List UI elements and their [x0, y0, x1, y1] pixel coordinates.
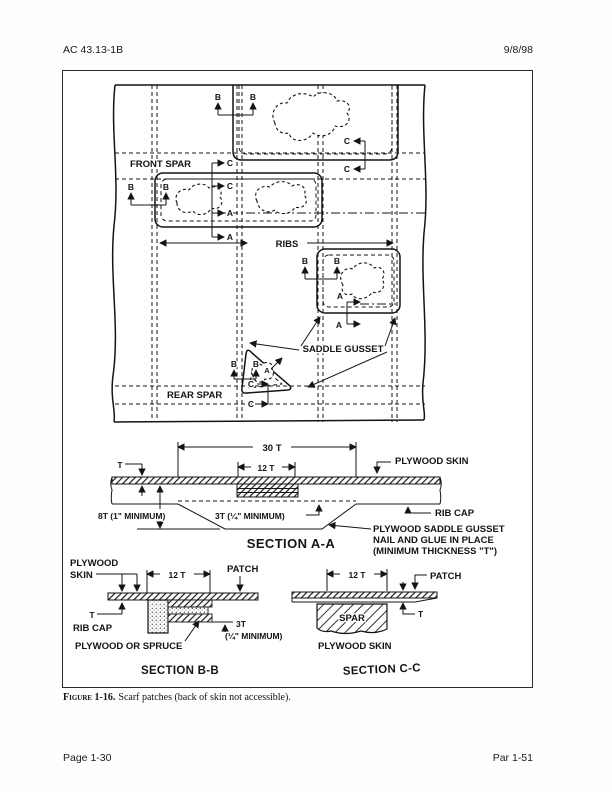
section-letter-b: B — [231, 359, 237, 369]
section-letter-a: A — [264, 366, 270, 375]
label-front-spar: FRONT SPAR — [130, 159, 191, 170]
label-saddle-gusset: SADDLE GUSSET — [303, 344, 384, 355]
saddle-gusset-callout: SADDLE GUSSET — [249, 316, 397, 388]
figure-frame: B B C C A A C C — [62, 70, 533, 688]
title-section-aa: SECTION A-A — [247, 536, 336, 551]
dim-30t: 30 T — [262, 443, 281, 454]
rib-lines — [151, 85, 398, 422]
section-letter-c: C — [248, 379, 254, 389]
section-letter-b: B — [302, 256, 308, 266]
label-rear-spar: REAR SPAR — [167, 390, 222, 401]
title-section-bb: SECTION B-B — [141, 665, 219, 677]
section-letter-a: A — [336, 320, 342, 330]
section-letter-b: B — [215, 92, 221, 102]
section-arrows-bb-middle: B B — [127, 181, 170, 206]
section-letter-c: C — [344, 136, 350, 146]
section-letter-b: B — [128, 182, 134, 192]
label-skin: SKIN — [70, 570, 93, 581]
section-arrows-aa-right: A A — [335, 290, 361, 331]
dim-3t-min: (¼" MINIMUM) — [225, 631, 283, 641]
dim-t: T — [117, 460, 123, 470]
section-letter-b: B — [163, 182, 169, 192]
figure-diagram: B B C C A A C C — [69, 84, 506, 679]
dim-3t: 3T — [236, 619, 247, 629]
section-arrows-cc-right: C C — [343, 135, 366, 175]
label-plywood: PLYWOOD — [70, 558, 118, 569]
dim-t: T — [418, 609, 424, 619]
section-bb-view: PLYWOOD SKIN 12 T PATCH T RIB CAP — [69, 557, 284, 679]
spar-lines — [115, 152, 425, 405]
section-letter-b: B — [334, 256, 340, 266]
section-letter-c: C — [227, 158, 233, 168]
label-spar: SPAR — [339, 613, 365, 624]
section-letter-a: A — [227, 232, 233, 242]
dim-12t: 12 T — [168, 570, 186, 580]
section-arrows-bb-right: B B — [301, 255, 341, 280]
dim-8t: 8T (1" MINIMUM) — [98, 511, 165, 521]
dim-t: T — [89, 610, 95, 620]
figure-caption-text: Scarf patches (back of skin not accessib… — [118, 692, 291, 703]
label-plywood-or-spruce: PLYWOOD OR SPRUCE — [75, 641, 182, 652]
title-section-cc: SECTION C-C — [343, 662, 422, 677]
figure-caption: Figure 1-16.Scarf patches (back of skin … — [63, 692, 533, 703]
page-header: AC 43.13-1B 9/8/98 — [63, 44, 533, 56]
label-plywood-skin: PLYWOOD SKIN — [395, 456, 469, 467]
dim-12t: 12 T — [348, 570, 366, 580]
damage-outlines — [175, 92, 385, 383]
patch-outlines — [154, 85, 401, 394]
header-date: 9/8/98 — [503, 44, 533, 56]
skin-panel-outline — [111, 84, 427, 423]
figure-caption-label: Figure 1-16. — [63, 692, 116, 703]
patch-inner-outlines — [160, 85, 395, 389]
section-letter-b: B — [250, 92, 256, 102]
label-patch: PATCH — [227, 564, 258, 575]
section-letter-c: C — [344, 164, 350, 174]
section-letter-a: A — [337, 291, 343, 301]
section-arrows-triangle: B B A C C — [230, 357, 283, 410]
ribs-dimension: RIBS — [159, 238, 394, 251]
dim-3t: 3T (¼" MINIMUM) — [215, 511, 285, 521]
note-gusset-2: NAIL AND GLUE IN PLACE — [373, 535, 494, 546]
header-doc-number: AC 43.13-1B — [63, 44, 124, 56]
section-letter-b: B — [253, 359, 259, 369]
note-gusset-1: PLYWOOD SADDLE GUSSET — [373, 524, 505, 535]
label-rib-cap: RIB CAP — [73, 623, 113, 634]
dim-12t: 12 T — [257, 463, 275, 473]
section-cc-view: 12 T PATCH T SPAR PLYWOOD SKIN SECTION C… — [291, 569, 463, 679]
section-letter-c: C — [227, 181, 233, 191]
footer-paragraph-ref: Par 1-51 — [492, 752, 533, 764]
section-letter-c: C — [248, 399, 254, 409]
section-arrows-ca-column: C C A A — [211, 157, 234, 243]
note-gusset-3: (MINIMUM THICKNESS "T") — [373, 546, 497, 557]
plan-view: B B C C A A C C — [111, 84, 427, 423]
footer-page-number: Page 1-30 — [63, 752, 112, 764]
label-patch: PATCH — [430, 571, 461, 582]
section-arrows-bb-top: B B — [214, 91, 257, 116]
section-aa-view: 30 T 12 T T PLYWOOD SKIN — [97, 442, 506, 559]
page-footer: Page 1-30 Par 1-51 — [63, 752, 533, 764]
label-plywood-skin: PLYWOOD SKIN — [318, 641, 392, 652]
label-ribs: RIBS — [276, 239, 299, 250]
label-rib-cap: RIB CAP — [435, 508, 475, 519]
section-letter-a: A — [227, 208, 233, 218]
